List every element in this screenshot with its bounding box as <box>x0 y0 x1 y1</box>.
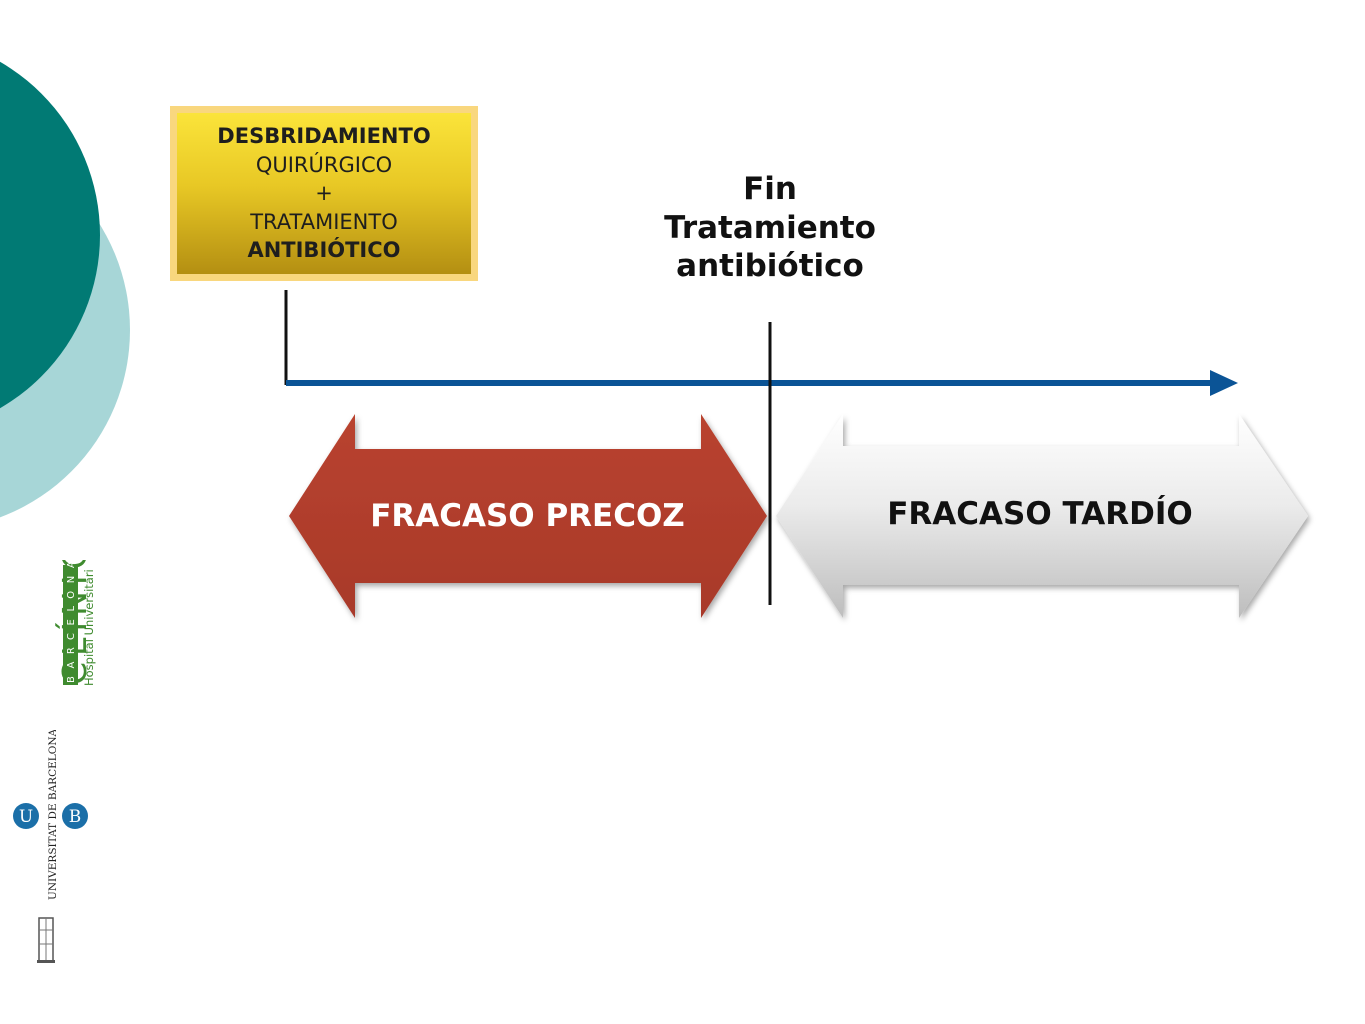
clinic-logo: CLÍNIC BARCELONA Hospital Universitari <box>54 560 96 686</box>
ub-building-icon <box>37 917 55 963</box>
end-label-line-2: Tratamiento <box>664 209 876 246</box>
box-line-5: ANTIBIÓTICO <box>247 238 401 263</box>
end-label-line-1: Fin <box>743 171 797 207</box>
timeline-arrowhead <box>1210 370 1238 396</box>
debridement-box: DESBRIDAMIENTO QUIRÚRGICO + TRATAMIENTO … <box>170 106 478 281</box>
box-line-2: QUIRÚRGICO <box>255 152 393 177</box>
precoz-double-arrow <box>289 414 767 618</box>
box-line-3: + <box>315 181 333 206</box>
clinic-subtitle: Hospital Universitari <box>82 569 96 686</box>
box-line-1: DESBRIDAMIENTO <box>217 124 431 149</box>
end-label-line-3: antibiótico <box>676 248 864 284</box>
ub-circle-b <box>62 803 88 829</box>
tardio-double-arrow <box>776 414 1308 618</box>
clinic-city: BARCELONA <box>66 560 77 683</box>
ub-letter-u: U <box>19 807 33 827</box>
end-treatment-label: Fin Tratamiento antibiótico <box>620 170 920 286</box>
ub-letter-b: B <box>69 807 82 827</box>
ub-logo: UNIVERSITAT DE BARCELONA U B <box>13 730 88 963</box>
decorative-circles <box>0 61 130 518</box>
dark-teal-circle <box>0 61 100 409</box>
clinic-city-band <box>63 565 78 685</box>
box-line-4: TRATAMIENTO <box>250 209 398 234</box>
tardio-label: FRACASO TARDÍO <box>887 496 1193 532</box>
ub-name: UNIVERSITAT DE BARCELONA <box>47 730 59 900</box>
precoz-label: FRACASO PRECOZ <box>370 498 685 534</box>
ub-circle-u <box>13 803 39 829</box>
